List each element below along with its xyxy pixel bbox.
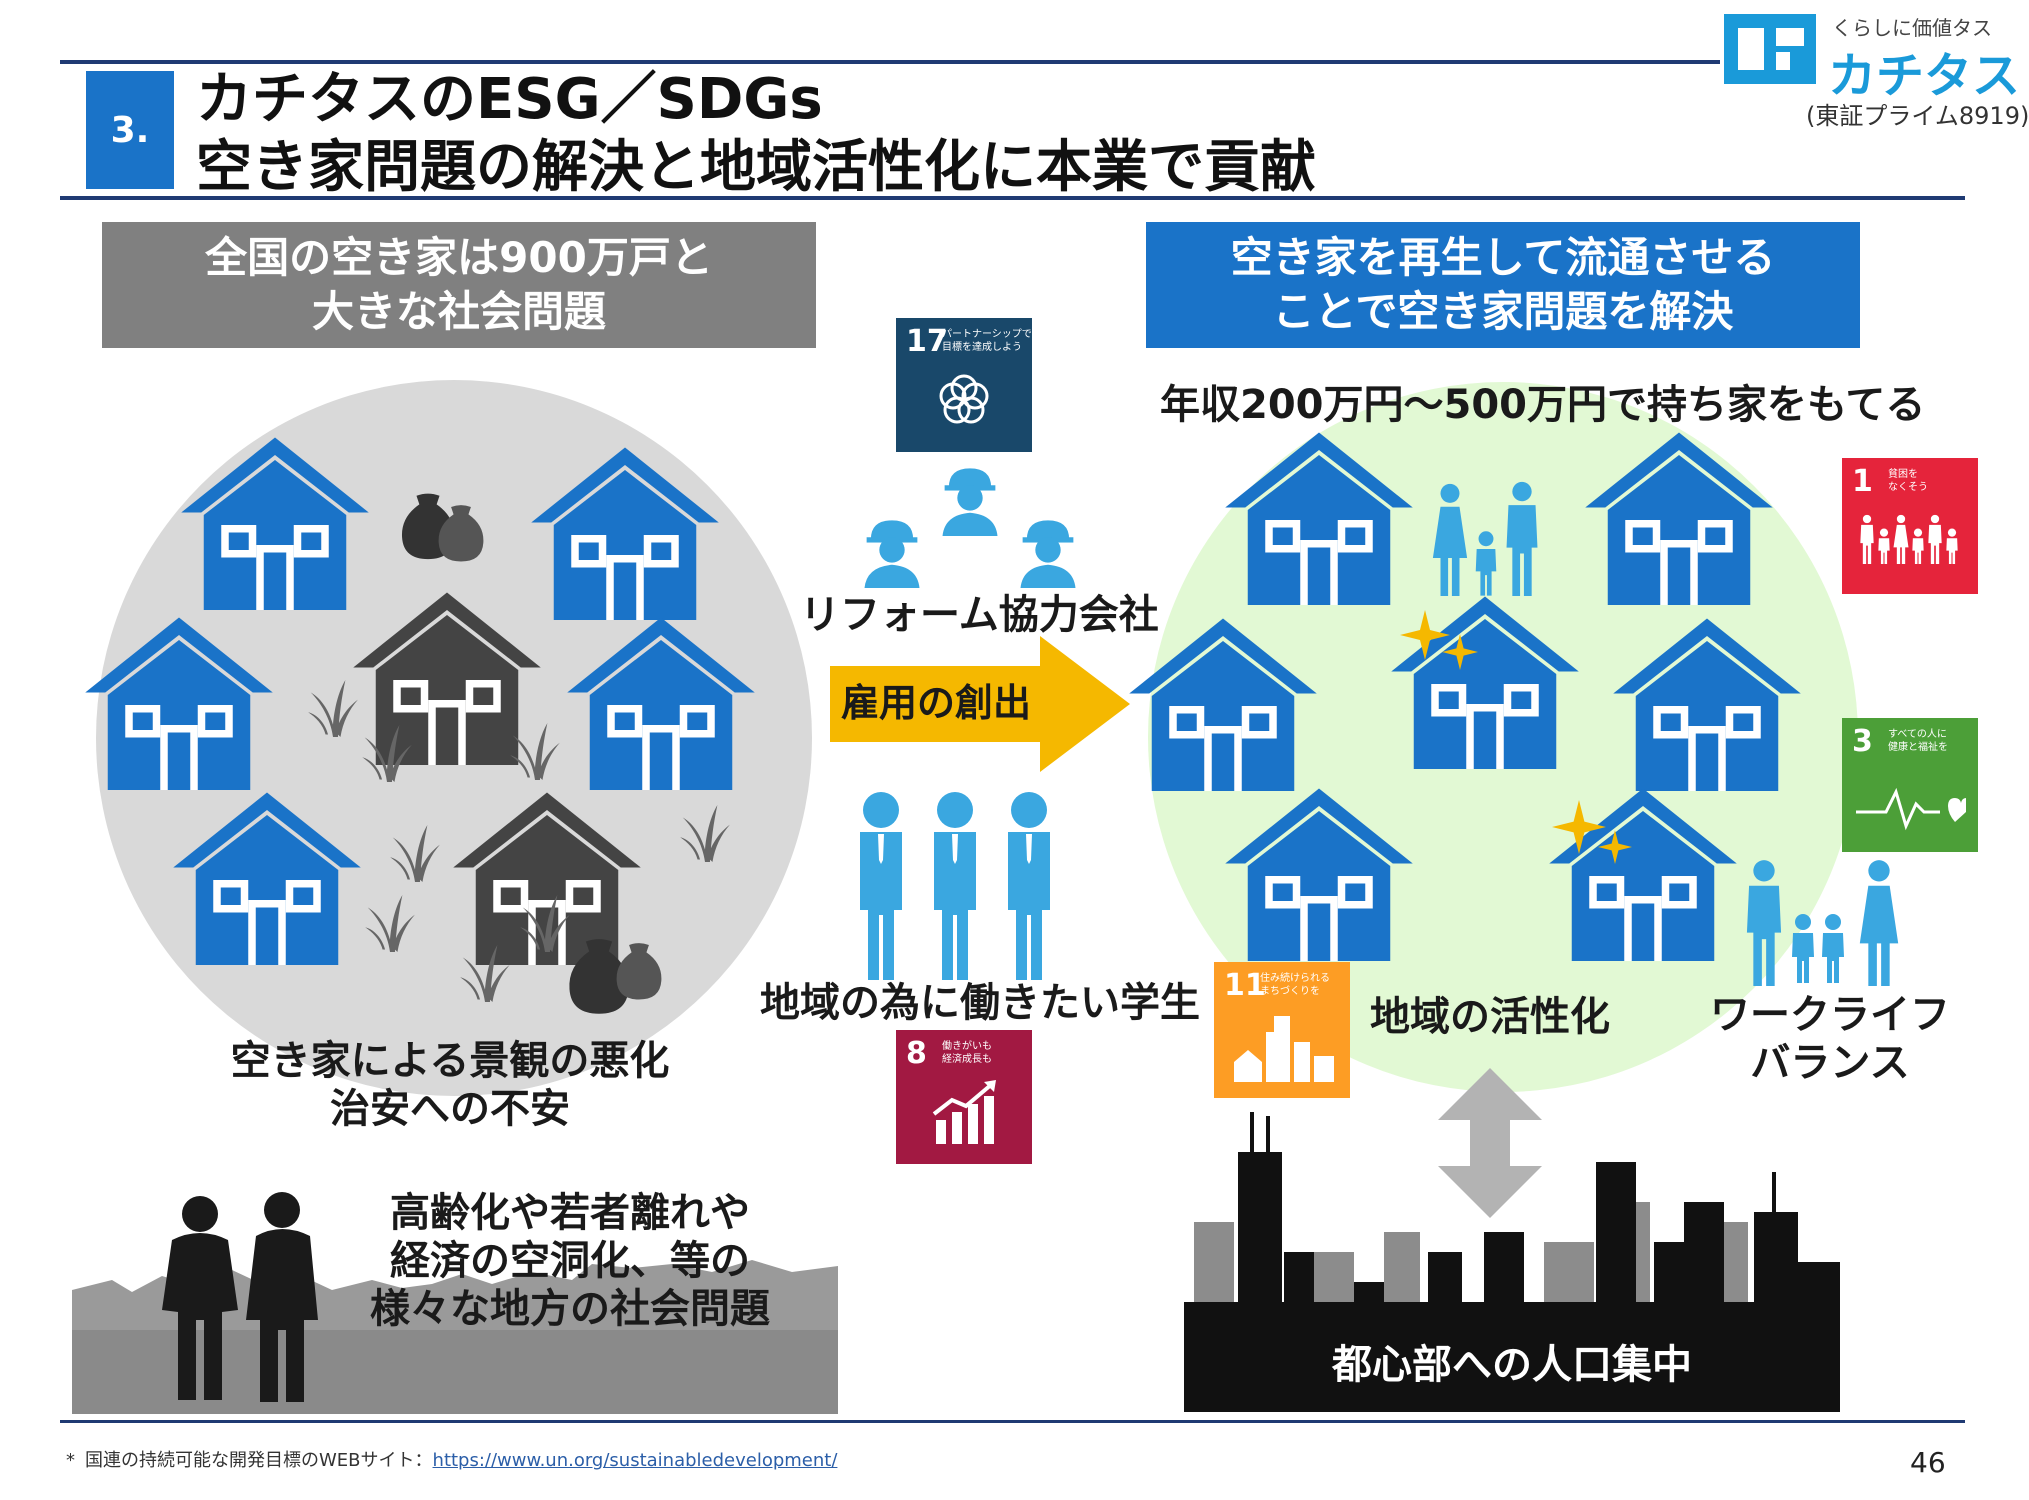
page-title-line1: カチタスのESG／SDGs	[196, 67, 823, 132]
regional-revitalization-label: 地域の活性化	[1370, 994, 1610, 1040]
sdg-1-badge: 1 貧困を なくそう	[1842, 458, 1978, 594]
logo-mark-icon	[1724, 14, 1816, 84]
sdg-text: すべての人に 健康と福祉を	[1888, 729, 1948, 753]
elderly-couple-icon	[162, 1192, 318, 1402]
logo-ticker: (東証プライム8919)	[1806, 102, 2029, 130]
section-number-badge: 3.	[86, 71, 174, 189]
two-way-arrow-icon	[1438, 1068, 1542, 1218]
vacant-house-icon	[353, 592, 541, 765]
house-icon	[531, 447, 719, 620]
sdg-number: 11	[1224, 968, 1266, 1003]
right-banner: 空き家を再生して流通させる ことで空き家問題を解決	[1146, 222, 1860, 348]
footnote-marker: *	[66, 1450, 75, 1471]
left-banner: 全国の空き家は900万戸と 大きな社会問題	[102, 222, 816, 348]
sdg-text: 働きがいも 経済成長も	[942, 1041, 992, 1065]
house-icon	[1225, 432, 1413, 605]
right-banner-line1: 空き家を再生して流通させる	[1230, 233, 1776, 282]
left-banner-line2: 大きな社会問題	[311, 287, 606, 336]
sdg-17-badge: 17 パートナーシップで 目標を達成しよう	[896, 318, 1032, 452]
landscape-issue-line1: 空き家による景観の悪化	[230, 1038, 670, 1084]
header-top-rule	[60, 60, 1720, 64]
right-banner-line2: ことで空き家問題を解決	[1272, 287, 1734, 336]
house-icon	[1225, 788, 1413, 961]
sdg-11-badge: 11 住み続けられる まちづくりを	[1214, 962, 1350, 1098]
reform-partner-label: リフォーム協力会社	[800, 592, 1159, 638]
income-label: 年収200万円～500万円で持ち家をもてる	[1160, 382, 1926, 428]
house-icon	[1613, 618, 1801, 791]
footer-rule	[60, 1420, 1965, 1423]
rural-issue-line2: 経済の空洞化、等の	[390, 1238, 750, 1284]
reform-workers-icon	[864, 468, 1076, 588]
revitalized-houses-illustration	[1129, 432, 1801, 961]
partnership-icon	[939, 374, 989, 424]
heartbeat-icon	[1856, 787, 1966, 831]
city-icon	[1234, 1016, 1334, 1082]
section-number: 3.	[110, 109, 150, 151]
worklife-label-line1: ワークライフ	[1710, 992, 1950, 1038]
company-logo: くらしに価値タス カチタス (東証プライム8919)	[1720, 10, 2029, 130]
logo-name: カチタス	[1828, 48, 2021, 104]
vacant-house-illustration	[85, 437, 755, 1014]
sdg-8-badge: 8 働きがいも 経済成長も	[896, 1030, 1032, 1164]
sdg-number: 3	[1852, 724, 1873, 759]
un-sdg-link[interactable]: https://www.un.org/sustainabledevelopmen…	[432, 1450, 838, 1471]
urban-concentration-label: 都心部への人口集中	[1332, 1342, 1692, 1388]
weed-icon	[390, 824, 440, 882]
family-icon	[1432, 481, 1538, 596]
trash-bag-icon	[616, 943, 662, 1000]
growth-chart-icon	[932, 1080, 996, 1144]
sdg-text: 貧困を なくそう	[1888, 469, 1928, 493]
page-title-line2: 空き家問題の解決と地域活性化に本業で貢献	[196, 135, 1316, 200]
sdg-3-badge: 3 すべての人に 健康と福祉を	[1842, 718, 1978, 852]
weed-icon	[680, 804, 730, 862]
footer-note: * 国連の持続可能な開発目標のWEBサイト：https://www.un.org/…	[66, 1446, 837, 1472]
sdg-number: 8	[906, 1036, 927, 1071]
house-icon	[181, 437, 369, 610]
city-skyline-silhouette	[1184, 1112, 1840, 1412]
sdg-text: 住み続けられる まちづくりを	[1260, 973, 1330, 997]
sdg-text: パートナーシップで 目標を達成しよう	[942, 329, 1032, 353]
left-banner-line1: 全国の空き家は900万戸と	[205, 233, 713, 282]
students-icon	[860, 792, 1050, 980]
house-icon	[1585, 432, 1773, 605]
job-creation-arrow: 雇用の創出	[830, 636, 1130, 772]
rural-issue-line3: 様々な地方の社会問題	[370, 1286, 770, 1332]
sdg-number: 1	[1852, 464, 1873, 499]
worklife-family-icon	[1746, 860, 1899, 986]
page-number: 46	[1910, 1446, 1946, 1479]
footnote-text: 国連の持続可能な開発目標のWEBサイト：	[85, 1450, 433, 1471]
rural-issue-line1: 高齢化や若者離れや	[390, 1190, 750, 1236]
landscape-issue-line2: 治安への不安	[330, 1086, 570, 1132]
house-icon	[173, 792, 361, 965]
weed-icon	[308, 679, 358, 737]
house-icon	[567, 617, 755, 790]
sdg-number: 17	[906, 324, 948, 359]
family-icon	[1860, 514, 1958, 564]
worklife-label-line2: バランス	[1750, 1040, 1910, 1086]
house-icon	[1129, 618, 1317, 791]
renovated-house-icon	[1391, 596, 1579, 769]
logo-tagline: くらしに価値タス	[1832, 16, 1992, 40]
rural-town-silhouette	[72, 1192, 838, 1414]
header-bottom-rule	[60, 196, 1965, 200]
job-creation-label: 雇用の創出	[840, 681, 1031, 725]
student-label: 地域の為に働きたい学生	[760, 980, 1200, 1026]
house-icon	[85, 617, 273, 790]
weed-icon	[365, 894, 415, 952]
